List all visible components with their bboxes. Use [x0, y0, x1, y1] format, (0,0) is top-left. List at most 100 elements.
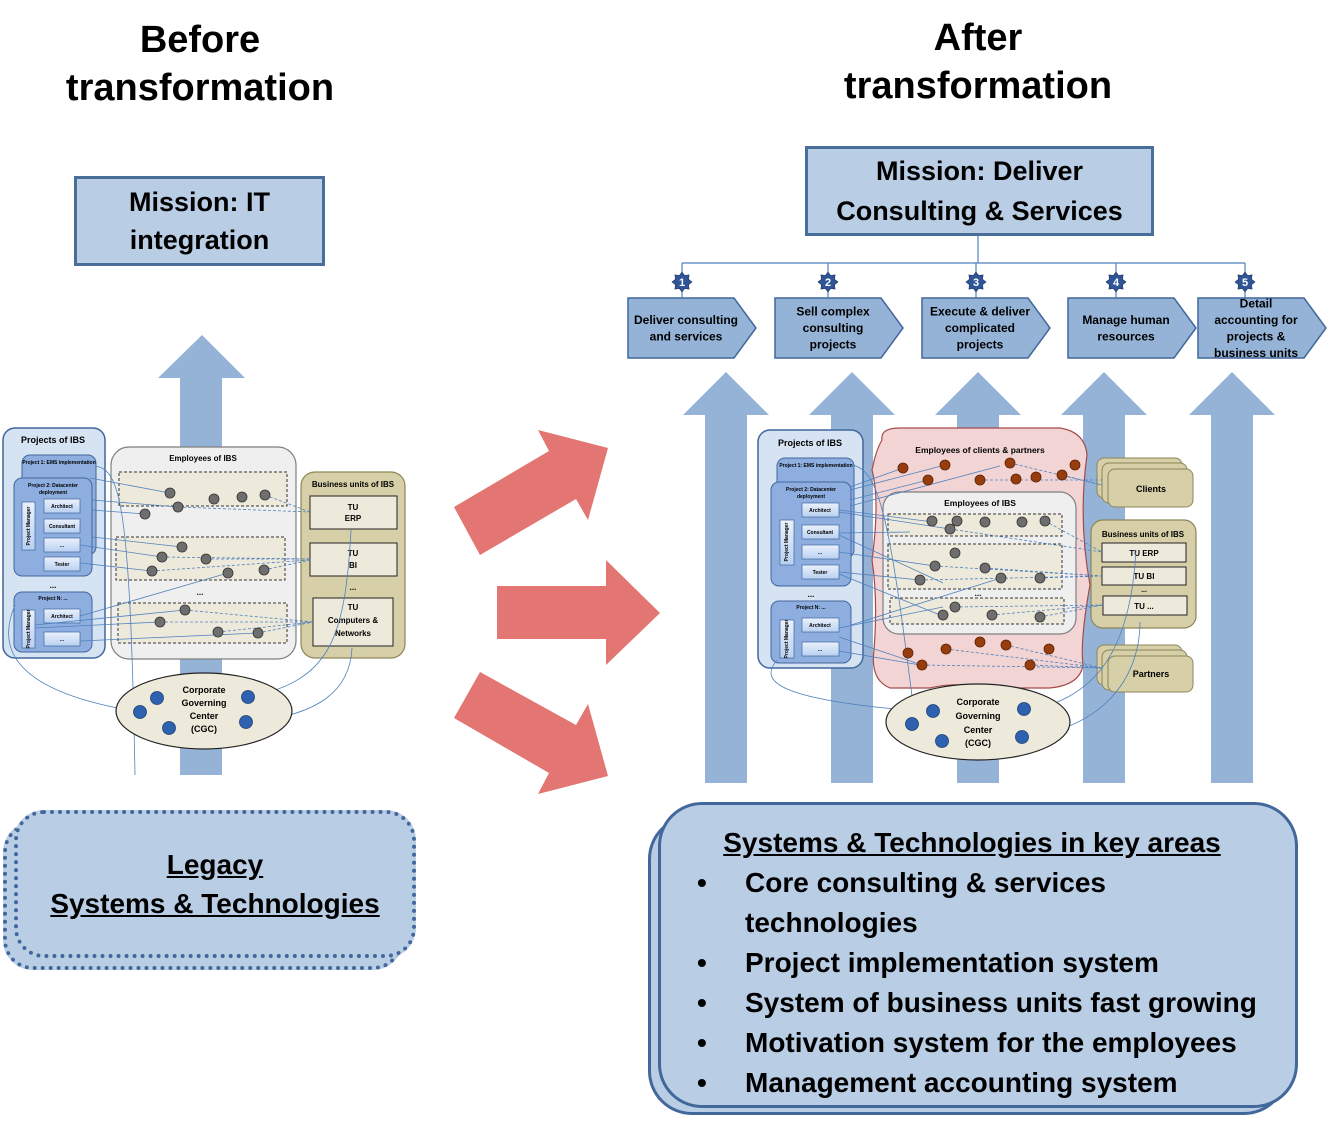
goal-label-line: Deliver consulting [634, 313, 738, 327]
systems-list-item: Core consulting & services technologies [661, 863, 1295, 943]
after-cgc-dots [905, 702, 1031, 748]
goal-number: 2 [825, 277, 831, 289]
employee-dot [164, 487, 176, 499]
cgc-dot [241, 690, 255, 704]
employee-dot [259, 489, 271, 501]
employee-dot [200, 553, 212, 565]
after-bu-bi: TU BI [1134, 572, 1155, 581]
employee-dot [258, 564, 270, 576]
after-cp-employees-title: Employees of clients & partners [915, 445, 1045, 455]
before-bu-erp-1: TU [348, 503, 359, 512]
transformation-arrows [454, 430, 660, 794]
goal-label-line: business units [1214, 346, 1298, 360]
after-projects-title: Projects of IBS [778, 438, 842, 448]
after-ibs-employee-dots [914, 515, 1051, 623]
before-employee-dots [139, 487, 271, 639]
employee-dot [1030, 471, 1042, 483]
after-bu-other: TU ... [1134, 602, 1154, 611]
employee-dot [252, 627, 264, 639]
after-cgc-line1: Corporate [956, 697, 999, 707]
employee-dot [1016, 516, 1028, 528]
goal-number-badge-icon [671, 271, 693, 293]
employee-dot [944, 523, 956, 535]
before-business-units-panel: Business units of IBS TU ERP TU BI ... T… [300, 471, 406, 659]
goal-label-line: Manage human [1082, 313, 1169, 327]
before-project2-label-2: deployment [39, 490, 67, 496]
goal-label-line: accounting for [1214, 313, 1298, 327]
after-employees-title: Employees of IBS [944, 498, 1016, 508]
systems-list: Core consulting & servicestechnologiesPr… [661, 863, 1295, 1103]
legacy-systems-box: Legacy Systems & Technologies [14, 810, 416, 958]
after-mission-line2: Consulting & Services [836, 196, 1123, 226]
after-project2-label-1: Project 2: Datacenter [786, 487, 836, 493]
cgc-dot [935, 734, 949, 748]
before-bu-cn-1: TU [348, 603, 359, 612]
employee-dot [1000, 639, 1012, 651]
employee-dot [154, 616, 166, 628]
systems-list-item: Motivation system for the employees [661, 1023, 1295, 1063]
before-bu-bi-2: BI [349, 561, 357, 570]
goal-shape [1197, 297, 1327, 359]
before-projectN-label: Project N: ... [38, 596, 68, 602]
employee-dot [902, 647, 914, 659]
goal-number-badge-icon [1234, 271, 1256, 293]
after-cgc-line3: Center [964, 725, 993, 735]
after-projectN-role-architect: Architect [809, 623, 831, 629]
transform-arrow-up [454, 430, 608, 555]
goal-number-badge-icon [817, 271, 839, 293]
before-projectN-pm-label: Project Manager [26, 609, 32, 648]
goal-label-line: projects [810, 338, 857, 352]
before-heading: Before transformation [40, 16, 360, 112]
before-employees-title: Employees of IBS [169, 454, 237, 463]
employee-dot [208, 493, 220, 505]
goal-shape [774, 297, 904, 359]
before-employees-ellipsis: ... [197, 588, 204, 597]
after-clients-stack: Clients [1096, 457, 1194, 508]
employee-dot [1010, 473, 1022, 485]
employee-dot [986, 609, 998, 621]
after-heading-line1: After [933, 17, 1023, 59]
after-connection-lines [770, 462, 1141, 738]
employee-dot [1043, 643, 1055, 655]
systems-item-line: Core consulting & services [745, 867, 1107, 898]
systems-item-line: technologies [745, 907, 918, 938]
before-projects-title: Projects of IBS [21, 435, 85, 445]
before-role-list: Architect Consultant ... Tester [43, 498, 81, 572]
before-project2-label-1: Project 2: Datacenter [28, 483, 78, 489]
cgc-dot [150, 691, 164, 705]
employee-dot [172, 501, 184, 513]
before-mission-box: Mission: IT integration [74, 176, 325, 266]
mission-tree-lines [681, 236, 1246, 298]
before-projects-ellipsis: ... [50, 581, 57, 590]
systems-technologies-box: Systems & Technologies in key areas Core… [658, 802, 1298, 1108]
employee-dot [937, 609, 949, 621]
employee-dot [179, 604, 191, 616]
employee-dot [1056, 469, 1068, 481]
before-bu-cn-3: Networks [335, 629, 372, 638]
after-projects-panel: Projects of IBS Project 1: EMS implement… [757, 429, 864, 669]
employee-dot [146, 565, 158, 577]
employee-dot [949, 547, 961, 559]
goal-shape [1067, 297, 1197, 359]
before-cgc-line3: Center [190, 711, 219, 721]
employee-dot [926, 515, 938, 527]
before-bu-bi-1: TU [348, 549, 359, 558]
after-projects-ellipsis: ... [808, 590, 815, 599]
goal-label-line: complicated [945, 321, 1015, 335]
after-partner-employee-dots [897, 457, 1081, 671]
after-role-consultant: Consultant [807, 530, 833, 536]
cgc-dot [162, 721, 176, 735]
after-role-architect: Architect [809, 508, 831, 514]
employee-dot [176, 541, 188, 553]
after-projectN-role-ellipsis: ... [818, 647, 823, 653]
employee-dot [916, 659, 928, 671]
before-employees-panel: Employees of IBS ... [110, 446, 297, 660]
goal-number: 4 [1113, 277, 1120, 289]
employee-dot [1034, 611, 1046, 623]
employee-dot [939, 459, 951, 471]
before-role-tester: Tester [55, 562, 70, 568]
employee-dot [897, 462, 909, 474]
after-business-units-panel: Business units of IBS TU ERP TU BI ... T… [1090, 519, 1197, 629]
